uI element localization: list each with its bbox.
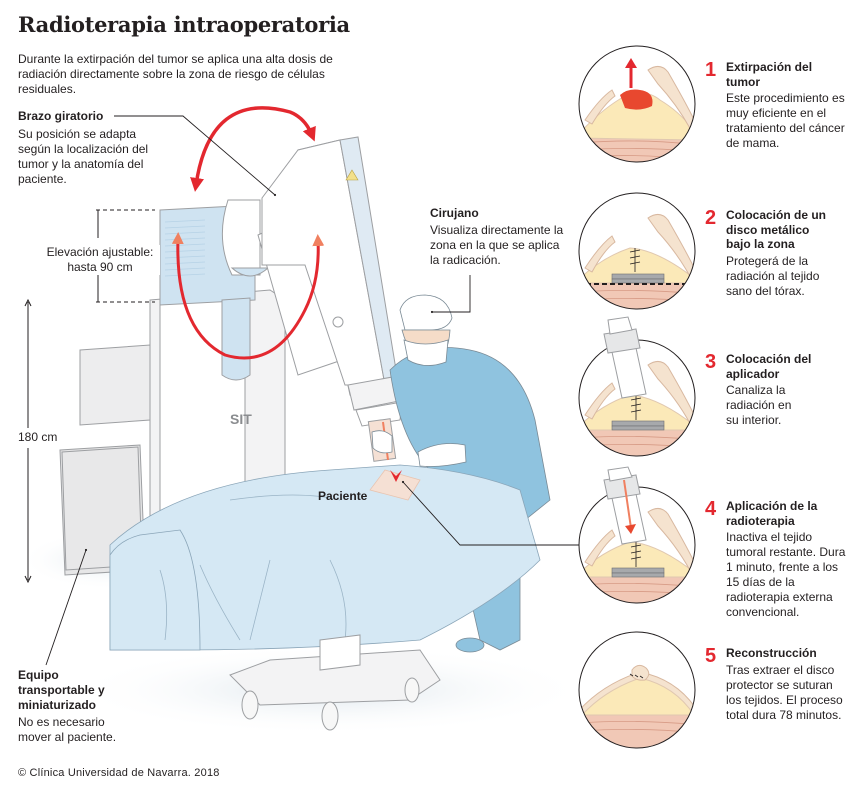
- step-3-number: 3: [705, 351, 717, 373]
- step-3: 3 Colocación del aplicador Canaliza la r…: [705, 352, 855, 428]
- callout-rotating-arm-title: Brazo giratorio: [18, 109, 104, 123]
- callout-surgeon-title: Cirujano: [430, 206, 479, 220]
- step-4-illustration: [578, 466, 696, 604]
- height-measure: [24, 298, 32, 584]
- leader-lines: [45, 115, 580, 666]
- step-4-title: Aplicación de la radioterapia: [726, 499, 818, 528]
- step-2-title: Colocación de un disco metálico bajo la …: [726, 208, 827, 251]
- step-4-text: Inactiva el tejido tumoral restante. Dur…: [726, 530, 846, 619]
- step-5-title: Reconstrucción: [726, 646, 817, 660]
- step-1-title: Extirpación del tumor: [726, 60, 813, 89]
- step-1-number: 1: [705, 59, 717, 81]
- callout-surgeon: Cirujano Visualiza directamente la zona …: [430, 206, 565, 268]
- patient-label: Paciente: [318, 489, 368, 503]
- step-4-number: 4: [705, 498, 717, 520]
- callout-equipment-title: Equipo transportable y miniaturizado: [18, 668, 105, 712]
- step-5-illustration: [578, 631, 696, 749]
- step-1-illustration: [578, 45, 696, 163]
- radiation-point: [390, 470, 402, 482]
- rotation-arrows: [171, 106, 325, 360]
- step-1: 1 Extirpación del tumor Este procedimien…: [705, 60, 855, 151]
- callout-equipment-text: No es necesario mover al paciente.: [18, 715, 117, 744]
- patient-drape: [109, 464, 541, 651]
- callout-elevation: Elevación ajustable: hasta 90 cm: [40, 245, 160, 275]
- step-2-illustration: [578, 192, 696, 310]
- step-5: 5 Reconstrucción Tras extraer el disco p…: [705, 646, 855, 723]
- step-3-text: Canaliza la radiación en su interior.: [726, 383, 792, 427]
- step-2: 2 Colocación de un disco metálico bajo l…: [705, 208, 855, 299]
- callout-surgeon-text: Visualiza directamente la zona en la que…: [430, 223, 564, 267]
- callout-elevation-line1: Elevación ajustable:: [46, 245, 154, 259]
- callout-rotating-arm: Brazo giratorio Su posición se adapta se…: [18, 109, 168, 187]
- step-3-illustration: [578, 316, 696, 457]
- step-3-title: Colocación del aplicador: [726, 352, 812, 381]
- clinic-logo-icon: [332, 316, 344, 328]
- callout-equipment: Equipo transportable y miniaturizado No …: [18, 668, 128, 745]
- elevation-measure: [96, 209, 155, 303]
- table-base: [229, 634, 441, 731]
- step-4: 4 Aplicación de la radioterapia Inactiva…: [705, 499, 855, 620]
- radiation-warning-icon: [345, 169, 359, 181]
- step-5-number: 5: [705, 645, 717, 667]
- copyright: © Clínica Universidad de Navarra. 2018: [18, 767, 220, 779]
- step-2-text: Protegerá de la radiación al tejido sano…: [726, 253, 820, 298]
- callout-rotating-arm-text: Su posición se adapta según la localizac…: [18, 127, 149, 186]
- step-2-number: 2: [705, 207, 717, 229]
- page-title: Radioterapia intraoperatoria: [18, 12, 350, 37]
- intro-text: Durante la extirpación del tumor se apli…: [18, 52, 333, 96]
- callout-elevation-line2: hasta 90 cm: [67, 260, 133, 274]
- step-5-text: Tras extraer el disco protector se sutur…: [726, 662, 843, 722]
- step-1-text: Este procedimiento es muy eficiente en e…: [726, 91, 845, 150]
- machine-brand-logo: SIT: [230, 411, 252, 427]
- height-label: 180 cm: [18, 430, 58, 445]
- rotating-arm: [221, 136, 399, 396]
